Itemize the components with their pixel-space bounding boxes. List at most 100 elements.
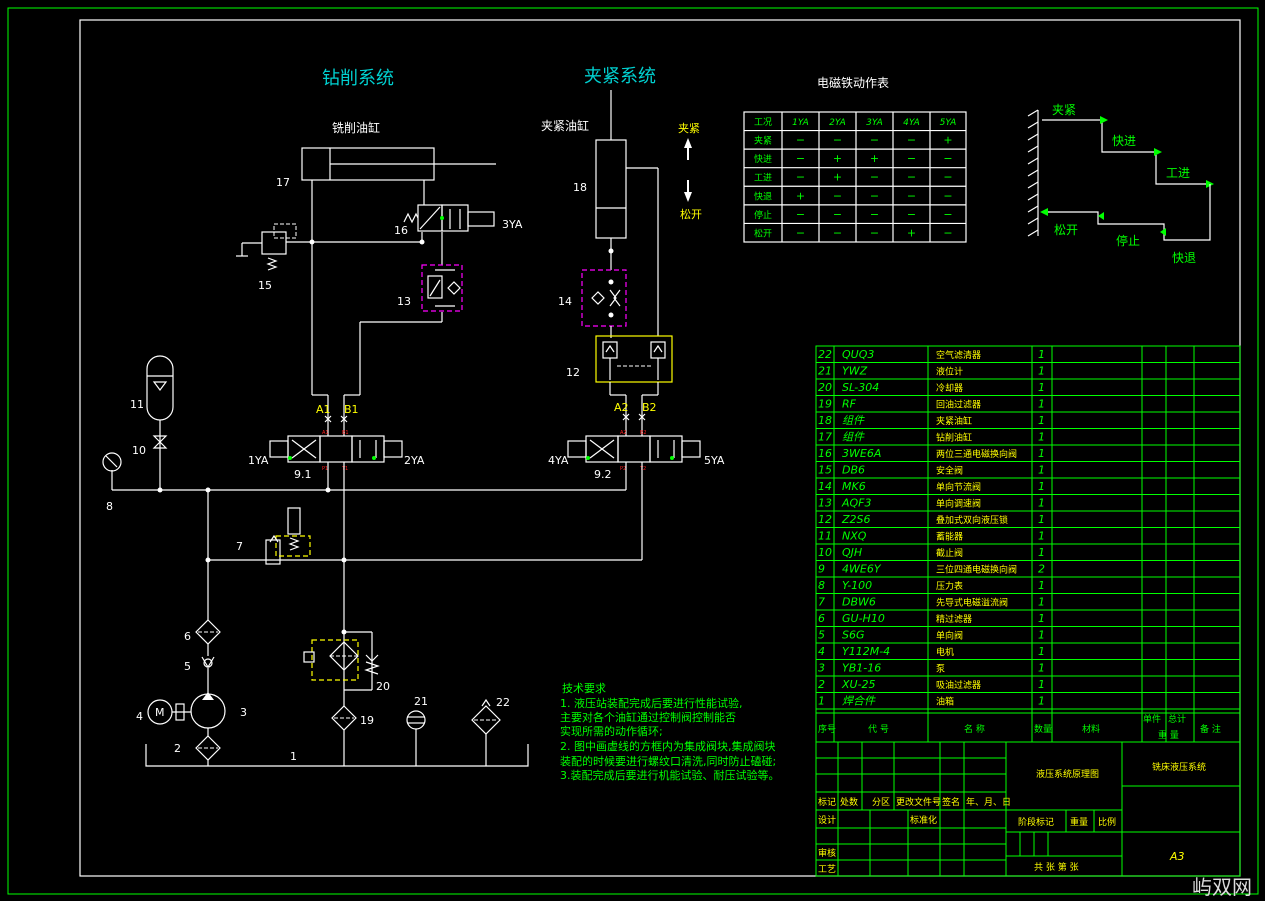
action-table-cell: − bbox=[833, 134, 842, 147]
action-table-cell: + bbox=[943, 134, 952, 147]
bom-qty: 1 bbox=[1038, 530, 1045, 543]
action-table-condition: 快进 bbox=[754, 153, 772, 165]
bom-seq: 5 bbox=[818, 629, 825, 642]
action-table-cell: − bbox=[870, 208, 879, 221]
speed-control-valve-13 bbox=[421, 264, 463, 312]
tb-doc: 更改文件号 bbox=[896, 796, 941, 808]
cycle-fast-in: 快进 bbox=[1112, 134, 1136, 148]
bom-qty: 1 bbox=[1038, 381, 1045, 394]
bom-header-code: 代 号 bbox=[868, 724, 889, 735]
bom-name: 冷却器 bbox=[936, 382, 963, 394]
action-table-header: 工况 bbox=[754, 117, 772, 128]
action-table-cell: − bbox=[833, 208, 842, 221]
svg-text:A2: A2 bbox=[620, 430, 627, 436]
bom-name: 压力表 bbox=[936, 580, 963, 592]
action-table-cell: − bbox=[796, 152, 805, 165]
bom-name: 单向阀 bbox=[936, 630, 963, 642]
bom-code: DB6 bbox=[842, 464, 865, 477]
bom-seq: 12 bbox=[818, 513, 832, 526]
cycle-fast-back: 快退 bbox=[1172, 251, 1196, 265]
bom-seq: 11 bbox=[818, 530, 832, 543]
bom-seq: 7 bbox=[818, 596, 825, 609]
action-table-condition: 松开 bbox=[754, 227, 772, 239]
bom-name: 截止阀 bbox=[936, 547, 963, 559]
action-table-cell: − bbox=[796, 226, 805, 239]
action-table-cell: − bbox=[943, 208, 952, 221]
bom-name: 空气滤清器 bbox=[936, 349, 981, 361]
tb-weight: 重量 bbox=[1070, 816, 1088, 828]
bom-header: 序号 代 号 名 称 数量 材料 单件 总计 重 量 备 注 bbox=[818, 713, 1221, 741]
action-table-cell: − bbox=[870, 226, 879, 239]
title-block bbox=[815, 741, 1241, 877]
action-table-cell: − bbox=[943, 226, 952, 239]
bom-header-remark: 备 注 bbox=[1200, 723, 1221, 735]
bom-qty: 1 bbox=[1038, 497, 1045, 510]
bom-qty: 1 bbox=[1038, 464, 1045, 477]
label-9-1: 9.1 bbox=[294, 468, 312, 481]
solenoid-table-title: 电磁铁动作表 bbox=[817, 75, 889, 90]
action-table-cell: − bbox=[796, 208, 805, 221]
action-table-cell: + bbox=[833, 171, 842, 184]
label-6: 6 bbox=[184, 630, 191, 643]
bom-qty: 1 bbox=[1038, 678, 1045, 691]
bom-name: 两位三通电磁换向阀 bbox=[936, 448, 1017, 460]
bom-seq: 1 bbox=[818, 695, 825, 708]
bom-qty: 1 bbox=[1038, 645, 1045, 658]
label-9-2: 9.2 bbox=[594, 468, 612, 481]
bom-name: 泵 bbox=[936, 664, 945, 675]
action-table-cell: − bbox=[943, 171, 952, 184]
label-1ya: 1YA bbox=[248, 454, 269, 467]
svg-text:P1: P1 bbox=[322, 466, 328, 472]
tb-mark: 标记 bbox=[818, 796, 836, 808]
bom-name: 钻削油缸 bbox=[936, 432, 972, 444]
action-table-cell: − bbox=[833, 226, 842, 239]
relief-valve-7 bbox=[265, 507, 311, 565]
tb-date: 年、月、日 bbox=[966, 796, 1011, 808]
bom-seq: 13 bbox=[818, 497, 832, 510]
bom-qty: 1 bbox=[1038, 662, 1045, 675]
bom-name: 电机 bbox=[936, 646, 954, 658]
bom-seq: 2 bbox=[818, 678, 825, 691]
bom-code: AQF3 bbox=[841, 497, 872, 510]
label-10: 10 bbox=[132, 444, 146, 457]
arrow-clamp-label: 夹紧 bbox=[678, 122, 700, 135]
notes-title: 技术要求 bbox=[562, 682, 606, 695]
label-2: 2 bbox=[174, 742, 181, 755]
bom-name: 夹紧油缸 bbox=[936, 415, 972, 427]
bom-name: 精过滤器 bbox=[936, 613, 972, 625]
port-a2: A2 bbox=[614, 401, 629, 414]
label-18: 18 bbox=[573, 181, 587, 194]
svg-text:M: M bbox=[155, 706, 165, 719]
directional-valve-9-1: A1 B1 P1 T1 bbox=[269, 430, 403, 472]
bom-code: 3WE6A bbox=[842, 447, 881, 460]
bom-name: 油箱 bbox=[936, 696, 954, 708]
bom-qty: 1 bbox=[1038, 480, 1045, 493]
oil-tank-1 bbox=[145, 744, 529, 767]
action-table-condition: 夹紧 bbox=[754, 135, 772, 147]
action-table-cell: + bbox=[796, 189, 805, 202]
port-b1: B1 bbox=[344, 403, 359, 416]
bom-code: YWZ bbox=[842, 365, 868, 378]
action-table-condition: 工进 bbox=[754, 173, 772, 184]
hydraulic-lock-12 bbox=[595, 335, 673, 383]
action-table-header: 3YA bbox=[866, 118, 883, 128]
bom-name: 安全阀 bbox=[936, 465, 963, 477]
bom-seq: 21 bbox=[818, 365, 832, 378]
bom-name: 单向调速阀 bbox=[936, 498, 981, 510]
bom-seq: 20 bbox=[818, 381, 832, 394]
bom-code: QUQ3 bbox=[842, 348, 874, 361]
bom-seq: 10 bbox=[818, 546, 832, 559]
label-11: 11 bbox=[130, 398, 144, 411]
bom-qty: 1 bbox=[1038, 348, 1045, 361]
tb-sign: 签名 bbox=[942, 796, 960, 808]
motor-4: M bbox=[147, 699, 191, 725]
tb-standard: 标准化 bbox=[910, 814, 937, 826]
port-a1: A1 bbox=[316, 403, 331, 416]
action-table-header: 2YA bbox=[829, 118, 846, 128]
bom-code: 4WE6Y bbox=[842, 563, 882, 576]
tb-stage: 阶段标记 bbox=[1018, 816, 1054, 828]
label-5: 5 bbox=[184, 660, 191, 673]
bom-seq: 6 bbox=[818, 612, 825, 625]
bom-qty: 1 bbox=[1038, 447, 1045, 460]
